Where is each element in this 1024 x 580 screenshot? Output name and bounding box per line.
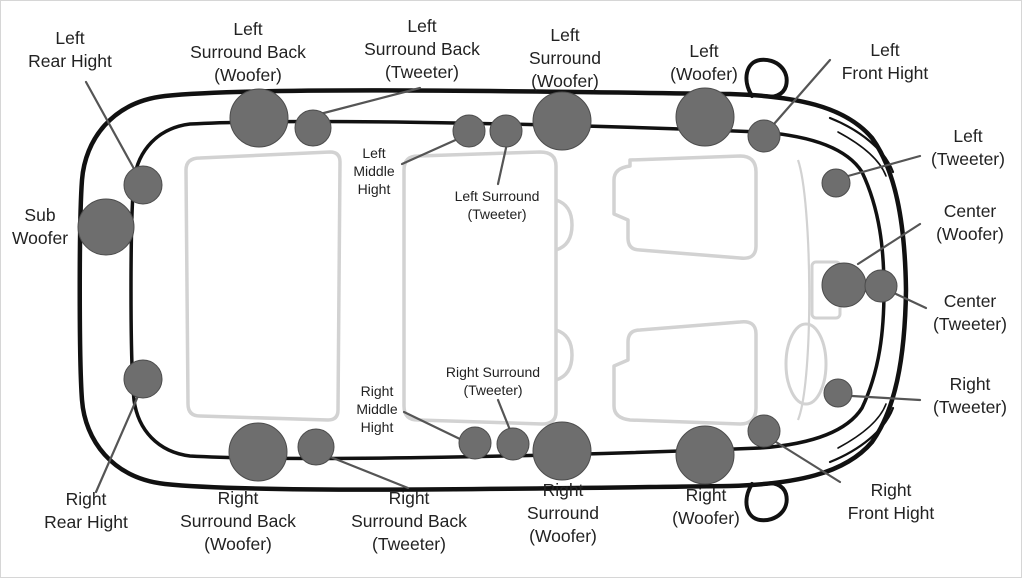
speaker-right-surround-woofer <box>532 421 592 481</box>
label-left-surround-back-tweeter: Left Surround Back (Tweeter) <box>364 16 480 82</box>
windshield-line-bottom-2 <box>837 403 887 449</box>
speaker-right-woofer <box>675 425 735 485</box>
label-left-middle-hight: Left Middle Hight <box>353 145 395 197</box>
leader-left-middle-hight <box>400 136 462 166</box>
leader-right-tweeter <box>850 394 922 402</box>
label-center-woofer: Center (Woofer) <box>936 201 1004 244</box>
speaker-left-surround-back-woofer <box>229 88 289 148</box>
speaker-right-surround-back-woofer <box>228 422 288 482</box>
speaker-left-woofer <box>675 87 735 147</box>
speaker-left-middle-hight <box>452 114 486 148</box>
label-left-tweeter: Left (Tweeter) <box>931 126 1005 169</box>
leader-left-surround-back-tweeter <box>318 86 422 116</box>
leader-center-tweeter <box>894 292 928 310</box>
speaker-left-surround-back-tweeter <box>294 109 332 147</box>
label-right-middle-hight: Right Middle Hight <box>356 383 398 435</box>
speaker-right-tweeter <box>823 378 853 408</box>
label-left-rear-hight: Left Rear Hight <box>28 28 112 71</box>
leader-right-surround-tweeter <box>496 398 512 432</box>
leader-left-rear-hight <box>84 80 140 178</box>
speaker-left-front-hight <box>747 119 781 153</box>
speaker-left-tweeter <box>821 168 851 198</box>
label-left-surround-woofer: Left Surround (Woofer) <box>529 25 601 91</box>
label-right-tweeter: Right (Tweeter) <box>933 374 1007 417</box>
label-right-surround-back-woofer: Right Surround Back (Woofer) <box>180 488 296 554</box>
right-mirror <box>744 481 789 523</box>
label-left-surround-back-woofer: Left Surround Back (Woofer) <box>190 19 306 85</box>
leader-left-surround-tweeter <box>496 146 508 186</box>
speaker-left-surround-woofer <box>532 91 592 151</box>
front-right-seat <box>612 320 758 426</box>
middle-bench-armrest-bottom <box>555 328 574 382</box>
windshield-line-top <box>828 116 895 174</box>
middle-bench-seat <box>402 150 558 426</box>
speaker-left-rear-hight <box>123 165 163 205</box>
label-right-rear-hight: Right Rear Hight <box>44 489 128 532</box>
label-left-front-hight: Left Front Hight <box>841 40 929 83</box>
leader-right-rear-hight <box>94 394 140 494</box>
speaker-right-middle-hight <box>458 426 492 460</box>
leader-right-middle-hight <box>402 410 464 442</box>
label-right-front-hight: Right Front Hight <box>847 480 935 523</box>
label-right-woofer: Right (Woofer) <box>672 485 740 528</box>
speaker-center-tweeter <box>864 269 898 303</box>
speaker-right-surround-tweeter <box>496 427 530 461</box>
leader-right-front-hight <box>774 440 842 484</box>
label-center-tweeter: Center (Tweeter) <box>933 291 1007 334</box>
leader-left-front-hight <box>772 58 832 126</box>
label-sub-woofer: Sub Woofer <box>11 205 69 248</box>
middle-bench-armrest-top <box>555 198 574 252</box>
front-left-seat <box>612 154 758 260</box>
car-outline <box>77 57 909 523</box>
rear-cargo-area <box>184 150 342 422</box>
windshield-line-bottom <box>828 406 895 464</box>
leader-right-surround-back-tweeter <box>326 454 410 490</box>
label-right-surround-woofer: Right Surround (Woofer) <box>527 480 599 546</box>
speakers <box>77 87 898 485</box>
car-body-inner <box>129 119 886 461</box>
dashboard-line <box>796 159 811 421</box>
label-left-woofer: Left (Woofer) <box>670 41 738 84</box>
label-right-surround-tweeter: Right Surround (Tweeter) <box>445 364 541 398</box>
interior <box>184 150 842 426</box>
speaker-center-woofer <box>821 262 867 308</box>
speaker-left-surround-tweeter <box>489 114 523 148</box>
label-right-surround-back-tweeter: Right Surround Back (Tweeter) <box>351 488 467 554</box>
windshield-line-top-2 <box>837 131 887 177</box>
speaker-right-surround-back-tweeter <box>297 428 335 466</box>
leader-center-woofer <box>856 222 922 266</box>
label-left-surround-tweeter: Left Surround (Tweeter) <box>454 188 540 222</box>
left-mirror <box>744 57 789 99</box>
car-body-outer <box>77 88 909 492</box>
steering-wheel <box>784 322 828 406</box>
speaker-right-front-hight <box>747 414 781 448</box>
speaker-sub-woofer <box>77 198 135 256</box>
leader-left-tweeter <box>846 154 922 178</box>
leader-lines <box>84 58 928 494</box>
speaker-right-rear-hight <box>123 359 163 399</box>
